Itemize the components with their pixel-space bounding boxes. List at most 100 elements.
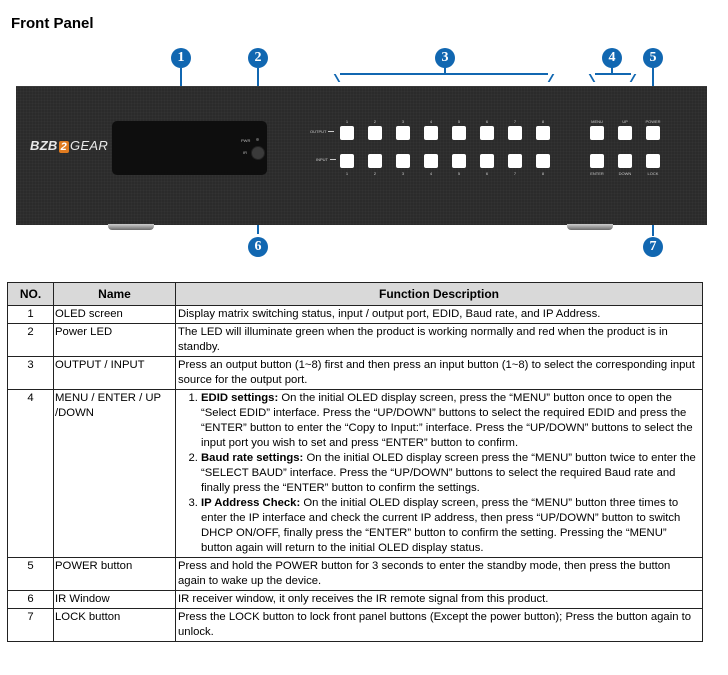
control-label: POWER: [645, 119, 661, 124]
row-name: OLED screen: [53, 305, 176, 324]
row-description: Press the LOCK button to lock front pane…: [175, 608, 703, 642]
input-number-label: 2: [373, 171, 377, 176]
header-description: Function Description: [175, 282, 703, 306]
output-number-label: 2: [373, 119, 377, 124]
output-button-7[interactable]: [508, 126, 522, 140]
output-number-label: 8: [541, 119, 545, 124]
row-description: Press an output button (1~8) first and t…: [175, 356, 703, 390]
input-button-5[interactable]: [452, 154, 466, 168]
input-button-8[interactable]: [536, 154, 550, 168]
row-name: LOCK button: [53, 608, 176, 642]
input-number-label: 7: [513, 171, 517, 176]
callout-3: 3: [435, 48, 455, 68]
output-number-label: 7: [513, 119, 517, 124]
step-item: IP Address Check: On the initial OLED di…: [201, 496, 700, 556]
step-text: On the initial OLED display screen, pres…: [201, 392, 693, 449]
up-button[interactable]: [618, 126, 632, 140]
output-number-label: 6: [485, 119, 489, 124]
device-foot-left: [108, 224, 154, 230]
row-name: IR Window: [53, 590, 176, 609]
down-button[interactable]: [618, 154, 632, 168]
menu-button[interactable]: [590, 126, 604, 140]
power-button[interactable]: [646, 126, 660, 140]
control-label: ENTER: [590, 171, 604, 176]
input-button-4[interactable]: [424, 154, 438, 168]
row-number: 7: [7, 608, 54, 642]
enter-button[interactable]: [590, 154, 604, 168]
step-item: EDID settings: On the initial OLED displ…: [201, 391, 700, 451]
row-description: Display matrix switching status, input /…: [175, 305, 703, 324]
row-number: 2: [7, 323, 54, 357]
input-button-6[interactable]: [480, 154, 494, 168]
callout-6: 6: [248, 237, 268, 257]
device-foot-right: [567, 224, 613, 230]
leader-line-3-stem: [444, 67, 446, 74]
leader-line-4-stem: [611, 67, 613, 74]
row-name: MENU / ENTER / UP /DOWN: [53, 389, 176, 558]
row-name: Power LED: [53, 323, 176, 357]
logo-mark: 2: [58, 141, 70, 153]
output-button-3[interactable]: [396, 126, 410, 140]
row-description: EDID settings: On the initial OLED displ…: [175, 389, 703, 558]
leader-line-4-right: [629, 74, 637, 82]
ir-label: IR: [243, 150, 247, 155]
output-number-label: 3: [401, 119, 405, 124]
control-label: LOCK: [647, 171, 659, 176]
input-button-1[interactable]: [340, 154, 354, 168]
pwr-label: PWR: [241, 138, 251, 143]
header-no: NO.: [7, 282, 54, 306]
output-number-label: 5: [457, 119, 461, 124]
row-number: 4: [7, 389, 54, 558]
input-button-2[interactable]: [368, 154, 382, 168]
callout-4: 4: [602, 48, 622, 68]
input-number-label: 5: [457, 171, 461, 176]
output-button-4[interactable]: [424, 126, 438, 140]
leader-line-3-left: [333, 74, 341, 82]
input-number-label: 3: [401, 171, 405, 176]
row-number: 1: [7, 305, 54, 324]
header-name: Name: [53, 282, 176, 306]
input-number-label: 6: [485, 171, 489, 176]
row-number: 5: [7, 557, 54, 591]
output-button-6[interactable]: [480, 126, 494, 140]
oled-screen: [112, 121, 267, 175]
output-row-label: OUTPUT: [310, 129, 334, 134]
leader-line-4-left: [588, 74, 596, 82]
input-button-7[interactable]: [508, 154, 522, 168]
output-button-1[interactable]: [340, 126, 354, 140]
row-name: POWER button: [53, 557, 176, 591]
output-number-label: 4: [429, 119, 433, 124]
input-number-label: 4: [429, 171, 433, 176]
step-list: EDID settings: On the initial OLED displ…: [178, 391, 700, 556]
row-number: 3: [7, 356, 54, 390]
callout-5: 5: [643, 48, 663, 68]
input-row-label: INPUT: [316, 157, 336, 162]
leader-line-3-right: [547, 74, 555, 82]
output-button-2[interactable]: [368, 126, 382, 140]
input-number-label: 8: [541, 171, 545, 176]
lock-button[interactable]: [646, 154, 660, 168]
ir-window: [251, 146, 265, 160]
output-button-5[interactable]: [452, 126, 466, 140]
step-title: EDID settings:: [201, 392, 279, 404]
row-description: Press and hold the POWER button for 3 se…: [175, 557, 703, 591]
input-button-3[interactable]: [396, 154, 410, 168]
step-item: Baud rate settings: On the initial OLED …: [201, 451, 700, 496]
row-description: The LED will illuminate green when the p…: [175, 323, 703, 357]
callout-7: 7: [643, 237, 663, 257]
table-header-row: NO. Name Function Description: [7, 282, 703, 306]
output-button-8[interactable]: [536, 126, 550, 140]
step-text: On the initial OLED display screen, pres…: [201, 497, 681, 554]
logo-prefix: BZB: [30, 138, 58, 153]
logo-suffix: GEAR: [70, 138, 109, 153]
